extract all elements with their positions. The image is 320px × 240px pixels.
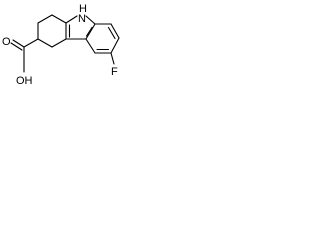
atom-label-n: N [78, 13, 86, 25]
bond-c1-c2 [37, 14, 53, 24]
bond-cooh-o-double-a [12, 39, 25, 48]
bond-c5-c4b [85, 38, 96, 54]
bond-c8a-n [65, 15, 78, 24]
bond-c3-cooh [23, 38, 39, 48]
bond-c8a-c1 [51, 14, 67, 24]
chemical-structure: H N F O OH [2, 3, 120, 87]
atom-label-hydroxyl: OH [16, 75, 33, 87]
benzene-ring [85, 23, 120, 54]
bond-c6-f [110, 52, 115, 65]
bond-n-c9a [85, 15, 96, 25]
bond-c8-c7 [110, 23, 120, 39]
substituents [10, 38, 115, 73]
bond-c7-c6 [110, 37, 120, 54]
bond-c3-c4 [37, 38, 53, 48]
atom-label-f: F [111, 66, 118, 78]
bond-c9a-c4b-double [85, 26, 93, 37]
atom-label-h: H [79, 3, 87, 15]
pyrrole-ring [65, 15, 96, 40]
bond-c4-c4a [51, 38, 67, 48]
atom-label-carbonyl-o: O [2, 36, 11, 48]
bond-cooh-o-double-b [10, 42, 23, 51]
bond-c8-c7-double [107, 26, 116, 40]
cyclohexene-ring [37, 14, 67, 48]
bond-c9a-c4b [85, 23, 96, 40]
